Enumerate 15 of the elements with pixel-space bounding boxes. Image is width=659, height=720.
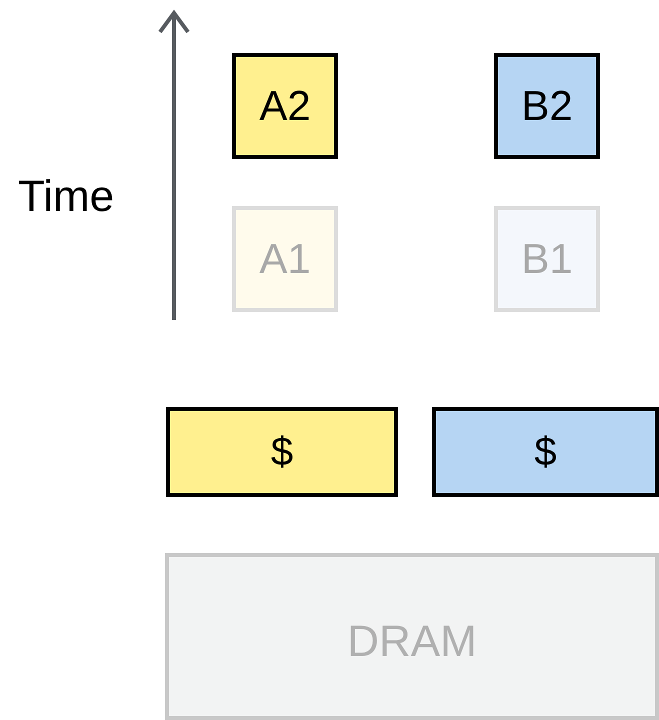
cache-box — [166, 407, 398, 497]
cache-box — [432, 407, 659, 497]
node-label: $ — [270, 430, 294, 474]
node-label: B2 — [521, 82, 573, 130]
node-label: A2 — [259, 82, 311, 130]
node-label: A1 — [259, 235, 311, 283]
node-label: $ — [534, 430, 557, 474]
node-label: DRAM — [347, 617, 477, 667]
faded-block-box — [494, 206, 600, 312]
block-box — [232, 53, 338, 159]
faded-block-box — [232, 206, 338, 312]
block-box — [494, 53, 600, 159]
memory-box — [165, 553, 659, 720]
node-label: B1 — [521, 235, 573, 283]
axis-label: Time — [18, 172, 114, 222]
